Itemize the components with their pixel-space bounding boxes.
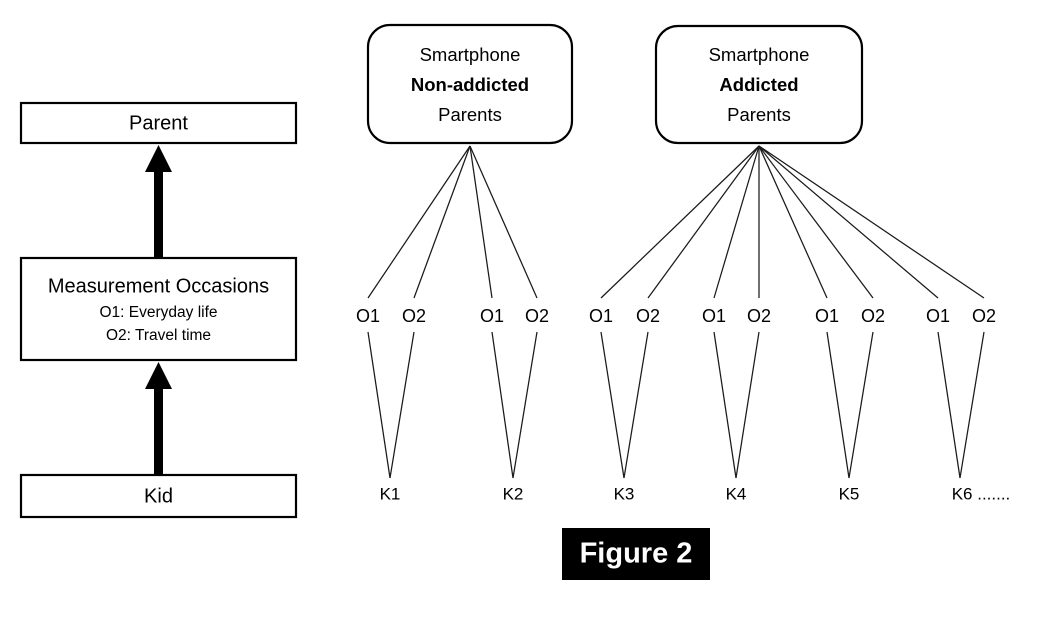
parent-box-label: Parent [129,112,188,134]
edges-occasions-to-kids [367,331,985,479]
occasion-node-o1[interactable]: O1 [815,306,839,326]
legend-box-kid[interactable]: Kid [19,473,298,519]
group-node-non-addicted[interactable]: Smartphone Non-addicted Parents [366,23,574,145]
kid-node-row: K1 K2 K3 K4 K5 K6 ....... [380,484,1011,503]
addicted-line3: Parents [727,104,791,125]
arrow-kid-to-measurement [145,362,172,475]
measurement-box-line-o1: O1: Everyday life [99,304,217,321]
measurement-box-title: Measurement Occasions [48,275,269,297]
figure-label-background [562,528,710,580]
kid-box-label: Kid [144,485,173,507]
occasion-node-o2[interactable]: O2 [402,306,426,326]
occasion-node-o1[interactable]: O1 [356,306,380,326]
occasion-node-o2[interactable]: O2 [861,306,885,326]
occasion-node-o1[interactable]: O1 [480,306,504,326]
occasion-node-o2[interactable]: O2 [525,306,549,326]
non-addicted-box-rect [366,23,574,145]
measurement-box-rect [19,256,298,362]
edges-non-addicted-to-occasions [367,145,538,299]
addicted-box-rect [654,24,864,145]
occasion-node-o1[interactable]: O1 [702,306,726,326]
figure-label-text: Figure 2 [580,538,693,570]
non-addicted-line1: Smartphone [420,44,521,65]
arrow-head-up-icon [145,362,172,389]
kid-node-k2[interactable]: K2 [503,484,524,503]
kid-box-rect [19,473,298,519]
figure-label: Figure 2 [562,528,710,580]
occasion-node-row: O1 O2 O1 O2 O1 O2 O1 O2 O1 O2 O1 O2 [356,306,996,326]
edges-addicted-to-occasions [600,145,985,299]
group-node-addicted[interactable]: Smartphone Addicted Parents [654,24,864,145]
non-addicted-line2: Non-addicted [411,74,529,95]
legend-box-measurement-occasions[interactable]: Measurement Occasions O1: Everyday life … [19,256,298,362]
occasion-node-o1[interactable]: O1 [926,306,950,326]
non-addicted-line3: Parents [438,104,502,125]
kid-node-k3[interactable]: K3 [614,484,635,503]
parent-box-rect [19,101,298,145]
arrow-measurement-to-parent [145,145,172,258]
measurement-box-line-o2: O2: Travel time [106,327,211,344]
kid-node-k6[interactable]: K6 ....... [952,484,1011,503]
addicted-line1: Smartphone [709,44,810,65]
occasion-node-o2[interactable]: O2 [972,306,996,326]
kid-node-k1[interactable]: K1 [380,484,401,503]
occasion-node-o2[interactable]: O2 [636,306,660,326]
addicted-line2: Addicted [719,74,798,95]
arrow-head-up-icon [145,145,172,172]
kid-node-k4[interactable]: K4 [726,484,747,503]
kid-node-k5[interactable]: K5 [839,484,860,503]
occasion-node-o2[interactable]: O2 [747,306,771,326]
legend-box-parent[interactable]: Parent [19,101,298,145]
occasion-node-o1[interactable]: O1 [589,306,613,326]
